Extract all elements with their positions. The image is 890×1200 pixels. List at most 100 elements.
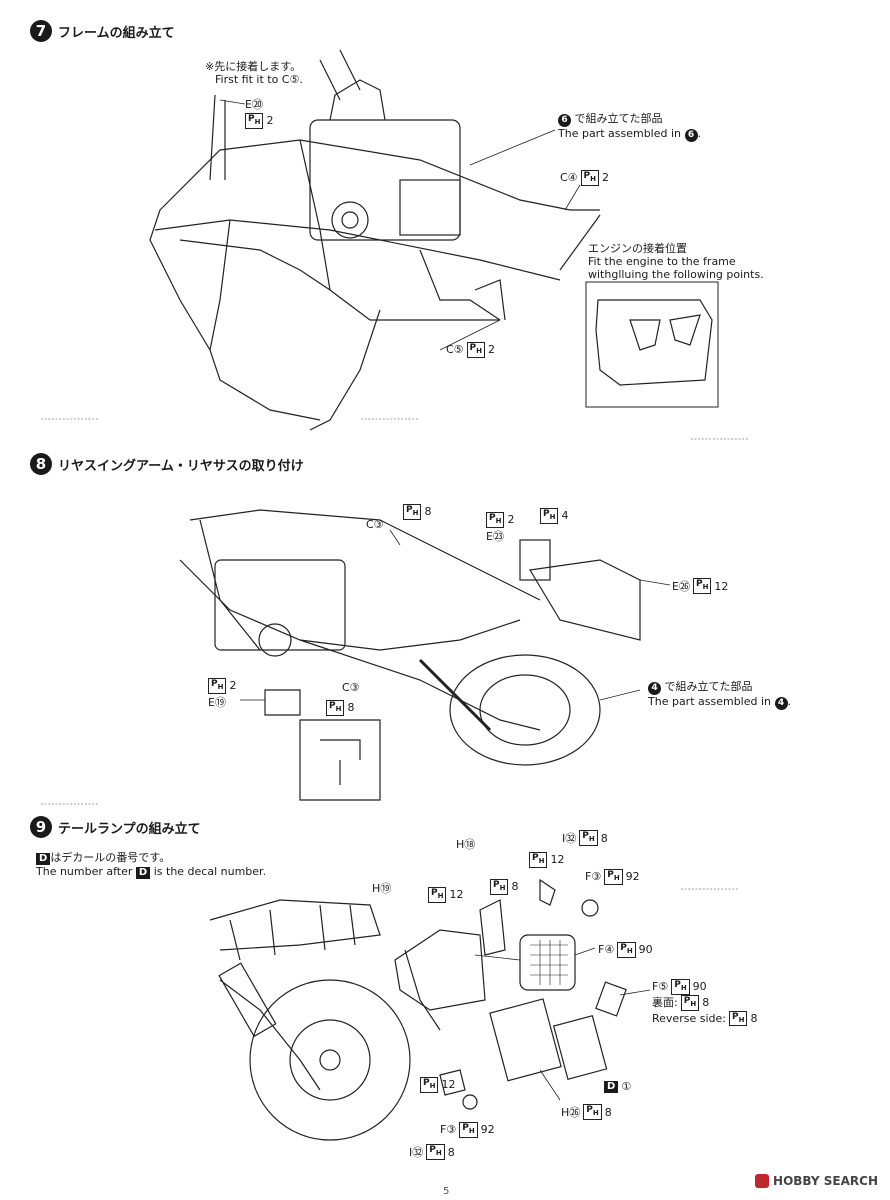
part-code: E㉖ <box>672 580 690 593</box>
step-ref-badge: 4 <box>648 682 661 695</box>
paint-number: 8 <box>347 701 355 715</box>
part-code: H⑱ <box>456 838 476 851</box>
part-c3-lower: C③ <box>342 681 360 694</box>
paint-badge: PH <box>420 1077 439 1093</box>
paint-badge: PH <box>579 830 598 846</box>
paint-badge: PH <box>671 979 690 995</box>
part-code: F⑤ <box>652 980 669 994</box>
paint-number: 92 <box>480 1123 495 1137</box>
paint-badge: PH <box>680 994 700 1011</box>
part-code: E㉓ <box>486 530 504 543</box>
note-jp: ※先に接着します。 <box>205 60 302 73</box>
paint-badge: PH <box>604 869 623 885</box>
paint-number: 2 <box>602 171 610 185</box>
paint-number: 2 <box>507 513 515 527</box>
step-heading: リヤスイングアーム・リヤサスの取り付け <box>58 458 304 474</box>
part-code: H㉖ <box>561 1106 581 1119</box>
part-h18: H⑱ <box>456 836 475 852</box>
part-code: C③ <box>366 518 384 531</box>
assembled-jp: で組み立てた部品 <box>664 680 753 693</box>
assembled-part-note-6: 6 で組み立てた部品 The part assembled in 6. <box>558 112 702 142</box>
assembled-en: The part assembled in <box>648 695 772 708</box>
decal-number: ① <box>621 1080 632 1093</box>
inset-en-1: Fit the engine to the frame <box>588 255 736 268</box>
part-code: F④ <box>598 943 615 957</box>
step-7-title: 7 フレームの組み立て <box>30 20 175 42</box>
ghost-title: ‥‥‥‥‥‥‥‥ <box>680 880 739 893</box>
watermark-logo: HOBBY SEARCH <box>755 1174 878 1188</box>
pre-glue-note: ※先に接着します。 First fit it to C⑤. <box>205 60 303 86</box>
assembled-part-note-4: 4 で組み立てた部品 The part assembled in 4. <box>648 680 792 710</box>
reverse-label-jp: 裏面: <box>652 996 678 1010</box>
step-number: 9 <box>30 816 52 838</box>
paint-badge: PH <box>692 578 712 594</box>
paint-badge: PH <box>728 1010 748 1027</box>
decal-badge: D <box>604 1080 619 1093</box>
paint-number: 92 <box>625 870 640 884</box>
paint-number: 8 <box>511 880 519 894</box>
ghost-title: ‥‥‥‥‥‥‥‥ <box>40 410 99 423</box>
part-code: F③ <box>440 1123 457 1137</box>
step-number: 8 <box>30 453 52 475</box>
paint-badge: PH <box>466 342 486 358</box>
ghost-title: ‥‥‥‥‥‥‥‥ <box>40 795 99 808</box>
paint-number: 8 <box>750 1011 758 1025</box>
paint-badge: PH <box>426 1144 445 1160</box>
decal-badge: D <box>135 867 151 879</box>
ghost-title: ‥‥‥‥‥‥‥‥ <box>690 430 749 443</box>
paint-number: 12 <box>449 888 464 902</box>
step-heading: フレームの組み立て <box>58 25 175 41</box>
part-code: I㉜ <box>562 832 577 845</box>
part-code: C③ <box>342 681 360 694</box>
paint-badge: PH <box>245 113 264 129</box>
paint-badge: PH <box>403 504 422 520</box>
step-8-title: 8 リヤスイングアーム・リヤサスの取り付け <box>30 453 304 475</box>
part-e20: E⑳ <box>245 96 263 112</box>
paint-badge: PH <box>490 879 509 895</box>
paint-number: 8 <box>600 831 608 845</box>
paint-number: 2 <box>229 679 237 693</box>
part-code: I㉜ <box>409 1146 424 1159</box>
step-9-title: 9 テールランプの組み立て <box>30 816 201 838</box>
part-code: H⑲ <box>372 882 392 895</box>
part-code: C⑤ <box>446 343 464 357</box>
paint-badge: PH <box>208 678 227 694</box>
part-h19: H⑲ <box>372 880 391 896</box>
paint-number: 4 <box>561 509 569 523</box>
part-code: E⑲ <box>208 696 226 709</box>
paint-number: 2 <box>266 114 274 128</box>
decal-note-en-2: is the decal number. <box>153 865 267 878</box>
paint-badge: PH <box>580 170 600 186</box>
assembled-en: The part assembled in <box>558 127 682 140</box>
part-code: E⑳ <box>245 98 263 111</box>
paint-badge: PH <box>428 887 447 903</box>
part-e23: E㉓ <box>486 528 504 544</box>
decal-badge: D <box>36 853 51 865</box>
paint-number: 12 <box>441 1078 456 1092</box>
paint-badge: PH <box>529 852 548 868</box>
decal-d1: D ① <box>604 1080 631 1093</box>
reverse-label-en: Reverse side: <box>652 1011 726 1025</box>
step-ref-badge: 4 <box>774 697 788 710</box>
part-code: C④ <box>560 171 578 185</box>
step-number: 7 <box>30 20 52 42</box>
inset-jp: エンジンの接着位置 <box>588 242 687 255</box>
